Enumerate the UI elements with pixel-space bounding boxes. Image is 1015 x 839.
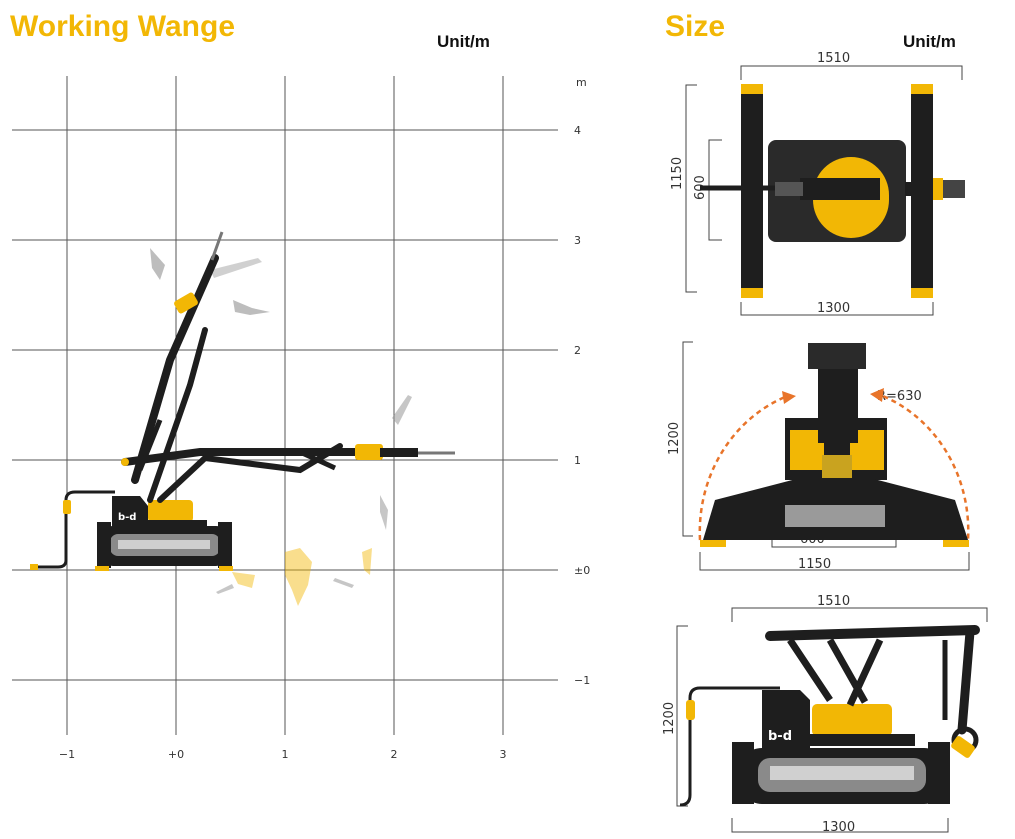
y-tick-label: 4 [574, 124, 581, 137]
side-view-track-label: 1300 [822, 820, 855, 835]
ghost-gripper-positions [232, 548, 372, 606]
x-tick-label: −1 [59, 748, 75, 761]
y-tick-label: ±0 [574, 564, 590, 577]
x-tick-label: 3 [500, 748, 507, 761]
front-view-height-label: 1200 [667, 422, 682, 455]
front-view-radius-label: R=630 [877, 389, 922, 404]
x-axis-ticks: −1 +0 1 2 3 [59, 748, 507, 761]
top-view-length-label: 1150 [670, 157, 685, 190]
y-tick-label: 3 [574, 234, 581, 247]
x-tick-label: 2 [391, 748, 398, 761]
front-view: 1200 600 1150 R=630 [667, 341, 970, 572]
y-tick-label: 1 [574, 454, 581, 467]
working-range-title: Working Wange [10, 10, 235, 43]
svg-text:b-d: b-d [118, 512, 136, 523]
y-tick-label: −1 [574, 674, 590, 687]
side-view-height-label: 1200 [662, 702, 677, 735]
x-tick-label: +0 [168, 748, 184, 761]
ghost-tool-positions [150, 248, 412, 594]
top-view-track-label: 1300 [817, 301, 850, 316]
y-axis-unit-label: m [576, 76, 587, 89]
size-title: Size [665, 10, 726, 43]
svg-text:b-d: b-d [768, 729, 792, 744]
machine-side-working-view: b-d [30, 231, 455, 571]
top-view-width-label: 1510 [817, 51, 850, 66]
top-view: 1510 1300 1150 600 [670, 51, 965, 316]
x-tick-label: 1 [282, 748, 289, 761]
y-axis-ticks: 4 3 2 1 ±0 −1 [574, 124, 590, 687]
side-view-width-label: 1510 [817, 594, 850, 609]
y-tick-label: 2 [574, 344, 581, 357]
size-unit: Unit/m [903, 32, 956, 51]
working-range-grid [12, 76, 558, 735]
front-view-width-label: 1150 [798, 557, 831, 572]
working-range-unit: Unit/m [437, 32, 490, 51]
side-view: 1510 1200 1300 b-d [662, 594, 988, 835]
